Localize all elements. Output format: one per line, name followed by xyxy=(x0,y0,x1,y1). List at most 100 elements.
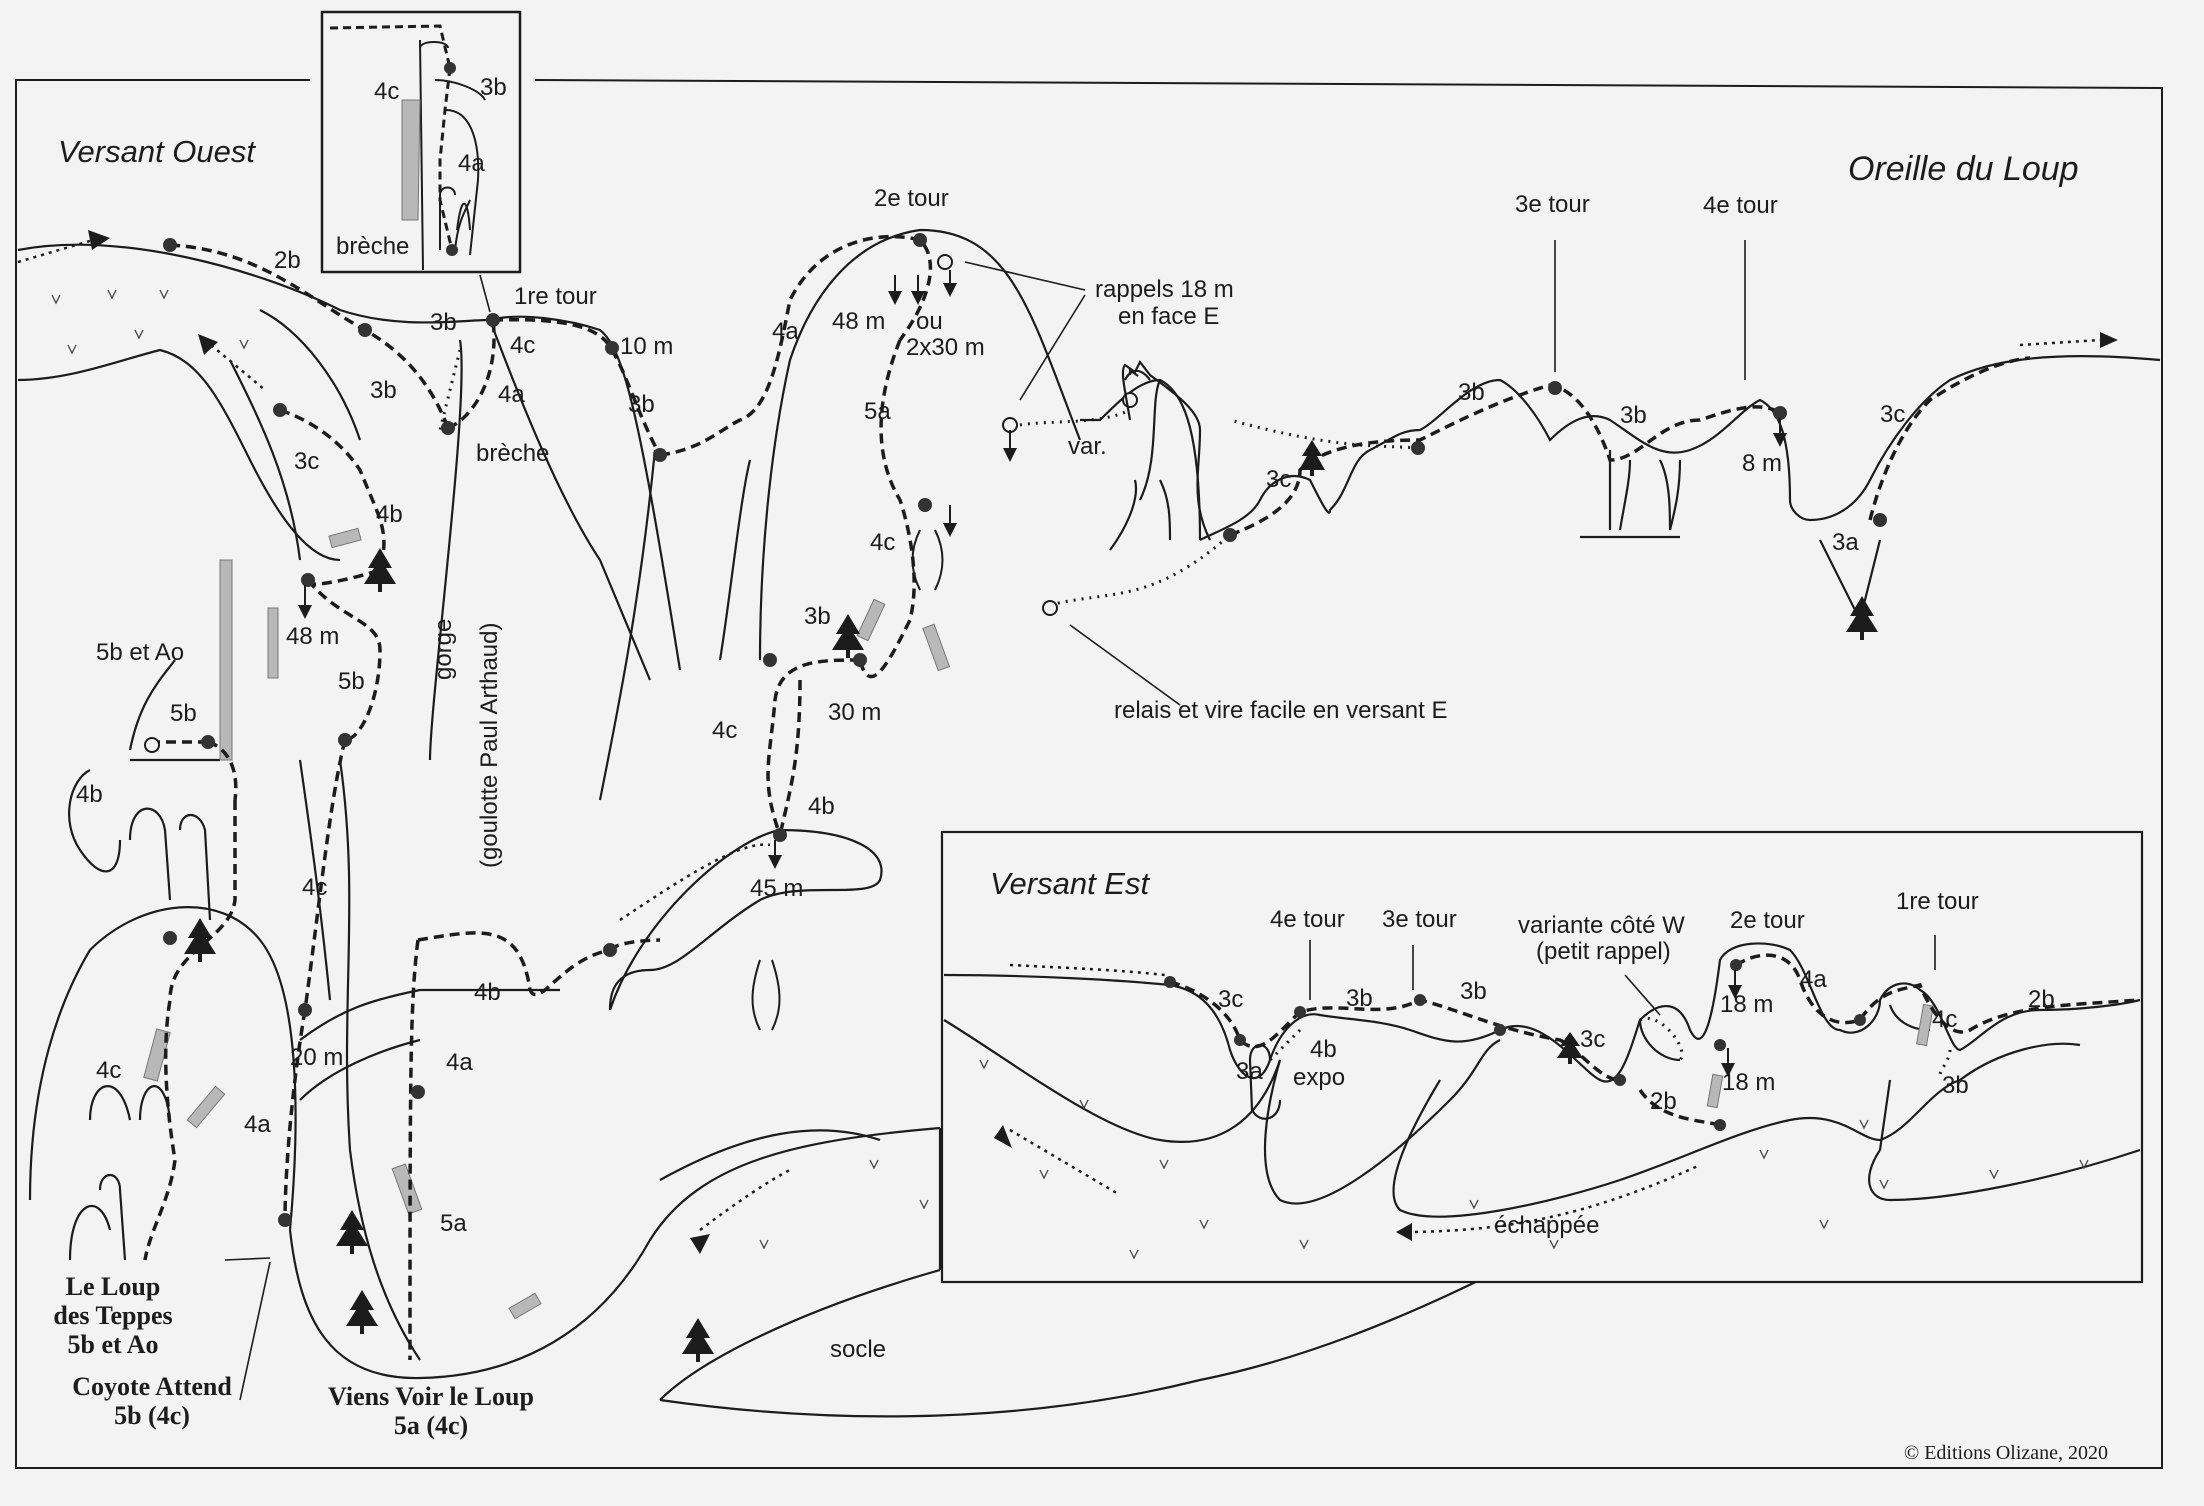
east-tower-3-label: 3e tour xyxy=(1382,906,1457,933)
versant-est-box xyxy=(940,830,2144,1284)
inset-grade-4a: 4a xyxy=(458,150,485,177)
grade-label: 4c xyxy=(96,1057,122,1084)
tower-2-label: 2e tour xyxy=(874,185,949,212)
inset-grade-3b: 3b xyxy=(480,74,507,101)
grade-label: 3b xyxy=(1460,978,1487,1005)
grade-label: 5a xyxy=(440,1210,467,1237)
inset-belay-top xyxy=(444,62,456,74)
grey-slabs xyxy=(143,527,1934,1320)
route-name: Coyote Attend xyxy=(72,1372,232,1401)
grade-label: 10 m xyxy=(620,333,674,360)
grade-label: 4b xyxy=(474,979,501,1006)
grade-label: 4a xyxy=(772,318,799,345)
tower-1-label: 1re tour xyxy=(514,283,597,310)
rappel-arrows xyxy=(298,270,1787,1077)
wolf-head-shape xyxy=(1109,359,1211,551)
grade-label: 5a xyxy=(864,398,891,425)
tree-icons xyxy=(184,440,1878,1362)
grade-label: 4b xyxy=(808,793,835,820)
grade-label: 18 m xyxy=(1722,1069,1776,1096)
rappel-2x30-note: 2x30 m xyxy=(906,334,985,361)
variant-note: var. xyxy=(1068,433,1107,460)
route-le-loup-des-teppes: Le Loup des Teppes 5b et Ao xyxy=(48,1272,178,1359)
descent-arrows xyxy=(88,230,2118,1254)
grade-label: 4a xyxy=(244,1111,271,1138)
belay-points xyxy=(163,233,1887,1227)
open-anchors xyxy=(144,254,1138,753)
breche-note: brèche xyxy=(476,440,550,467)
route-name: Viens Voir le Loup xyxy=(328,1382,534,1411)
east-tower-2-label: 2e tour xyxy=(1730,907,1805,934)
grade-label: 4c xyxy=(510,332,536,359)
inset-belay-bottom xyxy=(446,244,458,256)
east-tower-4-label: 4e tour xyxy=(1270,906,1345,933)
gorge-note: gorge xyxy=(430,618,457,680)
tower-3-label: 3e tour xyxy=(1515,191,1590,218)
grade-label: 4a xyxy=(498,381,525,408)
face-e-note: en face E xyxy=(1118,303,1220,330)
hatch-marks xyxy=(17,236,2101,1234)
route-grade: 5a (4c) xyxy=(393,1411,469,1441)
tower-4-label: 4e tour xyxy=(1703,192,1778,219)
grade-label: 2b xyxy=(1650,1088,1677,1115)
echappee-note: échappée xyxy=(1494,1212,1600,1239)
grade-label: 5b xyxy=(170,700,197,727)
grade-label: 3b xyxy=(1620,402,1647,429)
grade-label: 8 m xyxy=(1742,450,1783,477)
copyright: © Editions Olizane, 2020 xyxy=(1904,1442,2109,1464)
grade-label: 4b xyxy=(76,781,103,808)
grade-label: 18 m xyxy=(1720,991,1774,1018)
east-title: Versant Est xyxy=(990,866,1150,901)
rappels-note: rappels 18 m xyxy=(1095,276,1234,303)
grade-label: 4c xyxy=(870,529,896,556)
grade-label: 3c xyxy=(1218,986,1244,1013)
west-title: Versant Ouest xyxy=(58,134,256,169)
socle-note: socle xyxy=(830,1336,887,1363)
grade-label: 3b xyxy=(1346,985,1373,1012)
inset-route-top xyxy=(329,24,452,69)
frame-border xyxy=(15,79,2163,1469)
route-name: Le Loup des Teppes xyxy=(53,1272,173,1331)
ou-note: ou xyxy=(916,308,943,335)
leader-lines xyxy=(224,240,1936,1401)
grade-label: 5b xyxy=(338,668,365,695)
grade-label: 3b xyxy=(628,391,655,418)
grade-label: 3a xyxy=(1236,1058,1263,1085)
grade-label: 4c xyxy=(1932,1006,1958,1033)
route-grade: 5b (4c) xyxy=(114,1401,190,1431)
grade-label: 48 m xyxy=(286,623,340,650)
grade-label: 45 m xyxy=(750,875,804,902)
grade-label: 3b xyxy=(370,377,397,404)
grade-label: 4a xyxy=(1800,966,1827,993)
grade-label: 3b xyxy=(430,309,457,336)
grade-label: 3c xyxy=(1266,466,1292,493)
grade-label: 2b xyxy=(2028,986,2055,1013)
grade-label: 48 m xyxy=(832,308,886,335)
grade-label: 3c xyxy=(1880,401,1906,428)
relais-note: relais et vire facile en versant E xyxy=(1114,697,1448,724)
grade-label: 3b xyxy=(804,603,831,630)
grade-label: 20 m xyxy=(290,1044,344,1071)
main-title: Oreille du Loup xyxy=(1848,150,2079,188)
grade-label: 30 m xyxy=(828,699,882,726)
expo-note: expo xyxy=(1293,1064,1346,1091)
grade-label: 3b xyxy=(1458,379,1485,406)
grass-marks xyxy=(51,289,2089,1260)
petit-rappel-note: (petit rappel) xyxy=(1536,938,1671,965)
inset-route xyxy=(438,67,454,251)
route-coyote-attend: Coyote Attend 5b (4c) xyxy=(62,1372,242,1430)
ridge-terrain-lines xyxy=(718,228,2161,661)
variante-note: variante côté W xyxy=(1518,912,1685,939)
goulotte-note: (goulotte Paul Arthaud) xyxy=(476,622,503,869)
grade-label: 3c xyxy=(294,448,320,475)
grade-label: 3b xyxy=(1942,1072,1969,1099)
routes-dotted xyxy=(438,349,1952,1076)
route-viens-voir-le-loup: Viens Voir le Loup 5a (4c) xyxy=(306,1382,556,1440)
grade-label: 5b et Ao xyxy=(96,639,185,666)
grade-label: 4b xyxy=(376,501,403,528)
grade-label: 4b xyxy=(1310,1036,1337,1063)
grade-label: 4c xyxy=(712,717,738,744)
inset-grey-slab xyxy=(401,99,421,221)
inset-breche-label: brèche xyxy=(336,233,410,260)
